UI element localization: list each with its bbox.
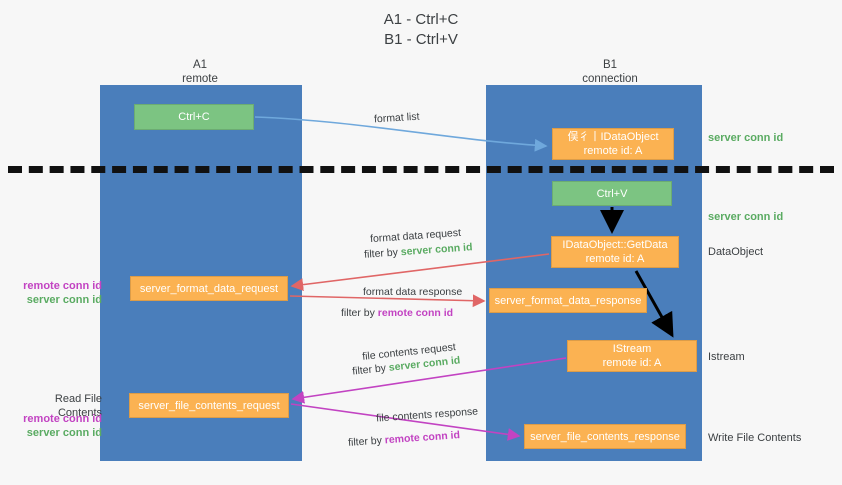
label-remote-conn-id-lower: remote conn id <box>23 413 102 425</box>
box-istream-sub: remote id: A <box>602 357 662 369</box>
lane-a-header: A1 remote <box>120 58 280 86</box>
box-server-format-data-response[interactable]: server_format_data_response <box>489 288 647 313</box>
box-server-format-data-request[interactable]: server_format_data_request <box>130 276 288 301</box>
lane-b-header: B1 connection <box>530 58 690 86</box>
box-server-file-contents-request-label: server_file_contents_request <box>138 399 280 412</box>
label-istream: Istream <box>708 351 745 363</box>
arrow-format-data-request <box>290 253 550 291</box>
annotation-format-list: format list <box>373 110 420 126</box>
lane-b-role: connection <box>582 73 638 85</box>
box-idataobject-getdata[interactable]: IDataObject::GetData remote id: A <box>551 236 679 268</box>
box-ctrl-v[interactable]: Ctrl+V <box>552 181 672 206</box>
box-server-file-contents-request[interactable]: server_file_contents_request <box>129 393 289 418</box>
lane-a-name: A1 <box>192 59 208 71</box>
box-istream-label: IStream <box>612 343 652 355</box>
arrow-file-contents-response <box>290 403 521 441</box>
lane-a-role: remote <box>182 73 218 85</box>
annotation-filter-remote-conn-id-1: filter by remote conn id <box>341 306 453 320</box>
box-idataobject-sub: remote id: A <box>583 145 643 157</box>
arrow-file-contents-request <box>291 357 567 404</box>
box-ctrl-v-label: Ctrl+V <box>596 187 628 200</box>
title-line-2: B1 - Ctrl+V <box>384 31 458 48</box>
lane-b-name: B1 <box>602 59 618 71</box>
box-getdata-label: IDataObject::GetData <box>562 239 668 251</box>
arrow-format-data-response <box>289 294 486 308</box>
label-server-conn-id-upper: server conn id <box>26 294 102 306</box>
label-conn-ids-lower: remote conn id server conn id <box>10 412 102 440</box>
arrow-format-list <box>254 116 548 152</box>
label-conn-ids-upper: remote conn id server conn id <box>10 279 102 307</box>
box-server-format-data-response-label: server_format_data_response <box>494 294 642 307</box>
filter-by-text-3: filter by <box>351 362 387 378</box>
arrow-getdata-to-istream <box>634 270 674 338</box>
box-istream[interactable]: IStream remote id: A <box>567 340 697 372</box>
label-server-conn-id-mid: server conn id <box>708 211 784 223</box>
label-write-file-contents: Write File Contents <box>708 432 802 444</box>
filter-by-text-1: filter by <box>363 246 399 261</box>
filter-key-remote-conn-id-1: remote conn id <box>377 307 454 319</box>
label-remote-conn-id-upper: remote conn id <box>23 280 102 292</box>
filter-by-text-4: filter by <box>347 434 383 449</box>
box-getdata-sub: remote id: A <box>585 253 645 265</box>
box-ctrl-c[interactable]: Ctrl+C <box>134 104 254 130</box>
box-idataobject-label: 俣彳丨IDataObject <box>567 131 659 143</box>
box-idataobject[interactable]: 俣彳丨IDataObject remote id: A <box>552 128 674 160</box>
box-server-file-contents-response[interactable]: server_file_contents_response <box>524 424 686 449</box>
label-read-file-contents: Read File Contents <box>54 393 102 419</box>
label-dataobject: DataObject <box>708 246 764 258</box>
filter-by-text-2: filter by <box>341 307 375 319</box>
label-server-conn-id-top: server conn id <box>708 132 784 144</box>
divider-line <box>8 166 834 173</box>
box-server-format-data-request-label: server_format_data_request <box>139 282 279 295</box>
page-title: A1 - Ctrl+C B1 - Ctrl+V <box>0 10 842 50</box>
title-line-1: A1 - Ctrl+C <box>383 11 459 28</box>
annotation-format-data-response: format data response <box>363 286 463 298</box>
label-server-conn-id-lower: server conn id <box>26 427 102 439</box>
box-server-file-contents-response-label: server_file_contents_response <box>530 430 680 443</box>
box-ctrl-c-label: Ctrl+C <box>178 111 210 123</box>
